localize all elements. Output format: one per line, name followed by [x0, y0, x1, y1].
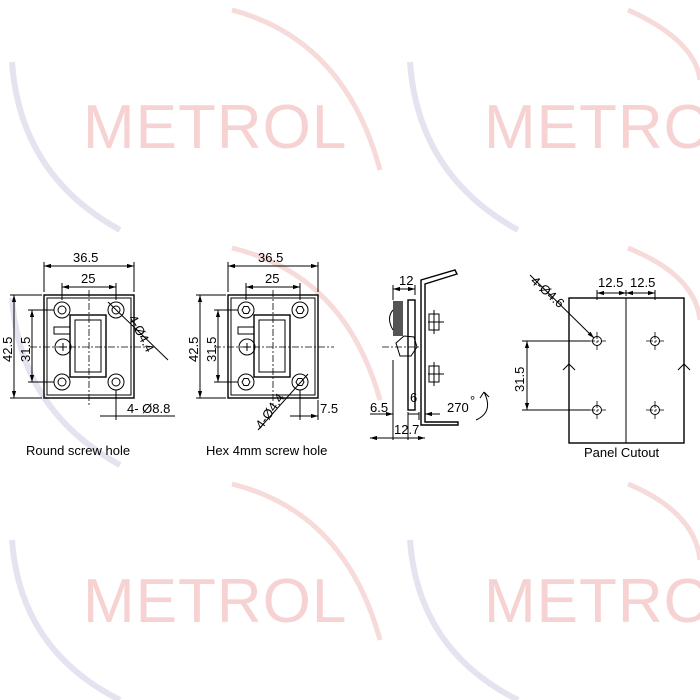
dim-width: 36.5 — [258, 250, 283, 265]
dim-vertical: 31.5 — [512, 367, 527, 392]
watermark-text: METROL — [83, 93, 347, 162]
dim-top: 12 — [399, 273, 413, 288]
mounting-holes-hex — [237, 301, 309, 391]
dim-degree: ° — [470, 393, 475, 408]
watermark-layer: METROL METROL METROL METROL — [9, 7, 700, 700]
view-hex-screw-hole: 36.5 25 42.5 31.5 4-Ø4.4 7.5 Hex 4mm scr… — [186, 250, 338, 458]
dim-height: 42.5 — [0, 337, 15, 362]
hinge-barrel — [393, 301, 403, 336]
dim-hole: 4-Ø4.4 — [125, 312, 157, 354]
view-side: 12 6.5 6 12.7 270 ° — [370, 269, 490, 441]
dim-c: 12.7 — [394, 422, 419, 437]
cutout-holes — [588, 332, 664, 419]
rotation-arrow-icon — [475, 391, 490, 421]
dim-b: 6 — [410, 390, 417, 405]
view-panel-cutout: 4-Ø4.6 12.5 12.5 31.5 Panel Cutout — [512, 273, 691, 460]
dim-pitch: 25 — [265, 271, 279, 286]
view-round-screw-hole: 36.5 25 42.5 31.5 4-Ø4.4 4- Ø8.8 Round s… — [0, 250, 175, 458]
watermark-text: METROL — [83, 567, 347, 636]
caption-round: Round screw hole — [26, 443, 130, 458]
hinge-knuckle — [69, 314, 107, 378]
dim-counterbore: 4- Ø8.8 — [127, 401, 170, 416]
watermark-text: METROL — [484, 567, 700, 636]
hinge-knuckle — [253, 314, 291, 378]
watermark-tile-5: METROL — [407, 481, 700, 700]
watermark-text: METROL — [484, 93, 700, 162]
bolt-top — [428, 310, 444, 334]
caption-hex: Hex 4mm screw hole — [206, 443, 327, 458]
hex-knob-icon — [395, 335, 418, 357]
dim-height: 42.5 — [186, 337, 201, 362]
dim-a: 6.5 — [370, 400, 388, 415]
dim-width: 36.5 — [73, 250, 98, 265]
dim-pitch: 25 — [81, 271, 95, 286]
watermark-tile-1: METROL — [9, 7, 383, 233]
dim-left: 12.5 — [598, 275, 623, 290]
dim-offset: 7.5 — [320, 401, 338, 416]
dim-pitch-vertical: 31.5 — [204, 337, 219, 362]
dim-pitch-vertical: 31.5 — [18, 337, 33, 362]
bracket-plate — [420, 269, 459, 426]
bolt-bottom — [428, 362, 444, 386]
watermark-tile-3 — [9, 245, 700, 468]
hinge-leaf — [407, 299, 416, 411]
dim-hole: 4-Ø4.6 — [528, 273, 568, 311]
dim-angle: 270 — [447, 400, 469, 415]
dim-right: 12.5 — [630, 275, 655, 290]
dim-hole: 4-Ø4.4 — [252, 391, 287, 432]
caption-cutout: Panel Cutout — [584, 445, 660, 460]
watermark-tile-2: METROL — [407, 7, 700, 233]
watermark-tile-4: METROL — [9, 481, 383, 700]
